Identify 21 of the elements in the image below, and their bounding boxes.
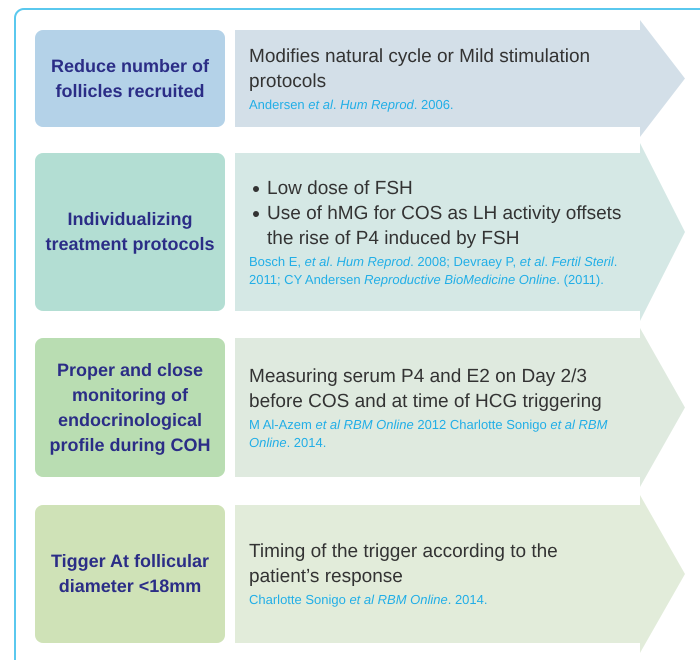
- arrow-banner: [235, 328, 685, 487]
- description-text: Measuring serum P4 and E2 on Day 2/3 before COS and at time of HCG triggering: [249, 364, 603, 414]
- arrow-banner: [235, 495, 685, 653]
- description-text: Modifies natural cycle or Mild stimulation protocols: [249, 44, 592, 94]
- category-box: [35, 338, 225, 477]
- citation-text: M Al-Azem et al RBM Online 2012 Charlotte Sonigo et al RBM Online. 2014.: [249, 416, 608, 452]
- arrow-banner: [235, 143, 685, 321]
- category-box: [35, 153, 225, 311]
- description-text: Timing of the trigger according to the patient’s response: [249, 540, 559, 589]
- citation-text: Andersen et al. Hum Reprod. 2006.: [249, 96, 455, 114]
- citation-text: Bosch E, et al. Hum Reprod. 2008; Devraey P, et al. Fertil Steril. 2011; CY Andersen Reproductive BioMedicine Online. (2011).: [249, 252, 618, 288]
- arrow-banner: [235, 20, 685, 137]
- category-title: Tigger At follicular diameter <18mm: [50, 550, 210, 598]
- category-title: Individualizing treatment protocols: [45, 208, 215, 256]
- bullet-text: Use of hMG for COS as LH activity offsets the rise of P4 induced by FSH: [249, 200, 625, 250]
- category-box: [35, 30, 225, 127]
- category-title: Proper and close monitoring of endocrinological profile during COH: [48, 358, 212, 457]
- category-box: [35, 505, 225, 643]
- citation-text: Charlotte Sonigo et al RBM Online. 2014.: [249, 591, 488, 609]
- bullet-text: Low dose of FSH: [249, 176, 625, 200]
- category-title: Reduce number of follicles recruited: [50, 54, 210, 102]
